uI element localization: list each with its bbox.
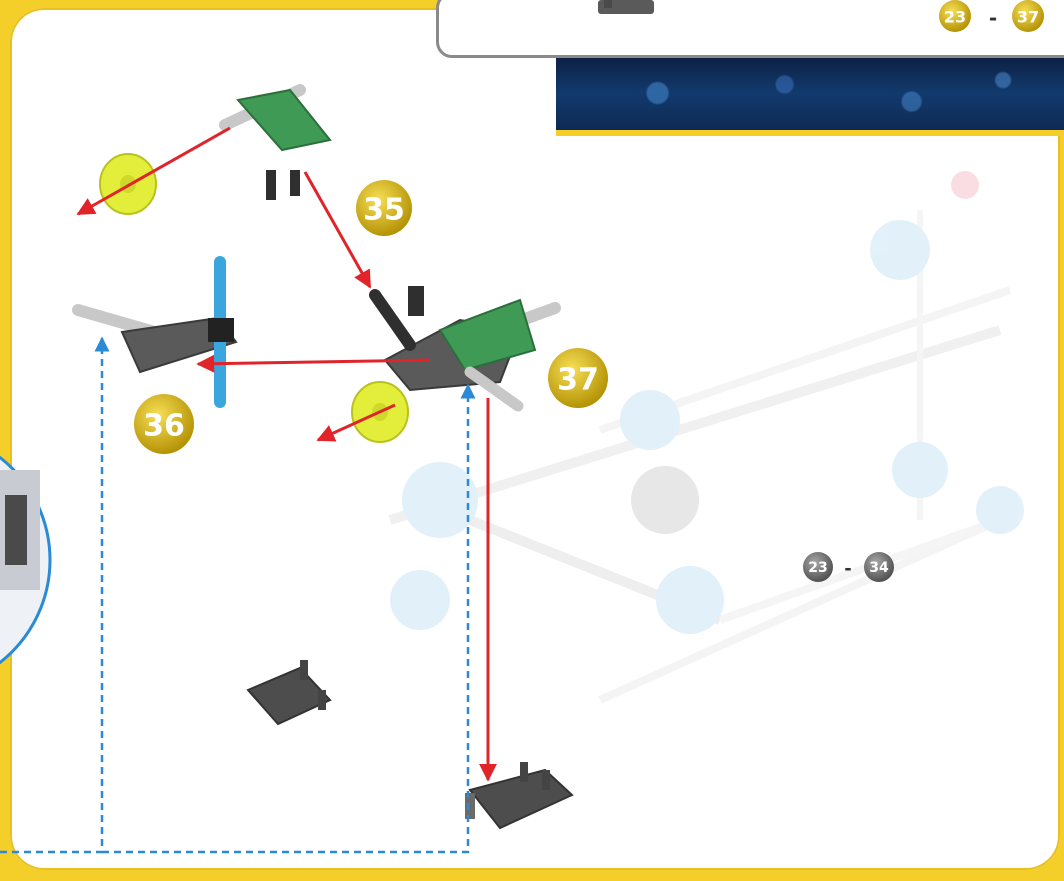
step-37-number: 37	[557, 363, 599, 398]
step-36-badge: 36	[134, 394, 194, 454]
step-36-number: 36	[143, 409, 185, 444]
step-35-parts	[100, 90, 330, 214]
inset-range-end-text: 34	[869, 560, 889, 576]
left-detail-inset	[0, 430, 50, 690]
step-37-badge: 37	[548, 348, 608, 408]
lower-gray-connector-left	[248, 660, 330, 724]
inset-range-start-text: 23	[808, 560, 827, 576]
range-start-text: 23	[944, 8, 966, 27]
green-connector-icon	[238, 90, 330, 150]
header-step-range: 23 - 37	[939, 0, 1044, 32]
step-37-parts	[352, 286, 555, 442]
step-36-parts	[78, 262, 236, 402]
step-35-number: 35	[363, 193, 405, 228]
range-separator: -	[989, 6, 997, 30]
lower-gray-connector-right	[465, 762, 572, 828]
faded-model	[390, 171, 1024, 700]
inset-range-separator: -	[844, 559, 851, 580]
range-end-text: 37	[1017, 8, 1039, 27]
header-part	[598, 0, 654, 14]
step-35-badge: 35	[356, 180, 412, 236]
model-step-range: 23 - 34	[803, 552, 894, 582]
